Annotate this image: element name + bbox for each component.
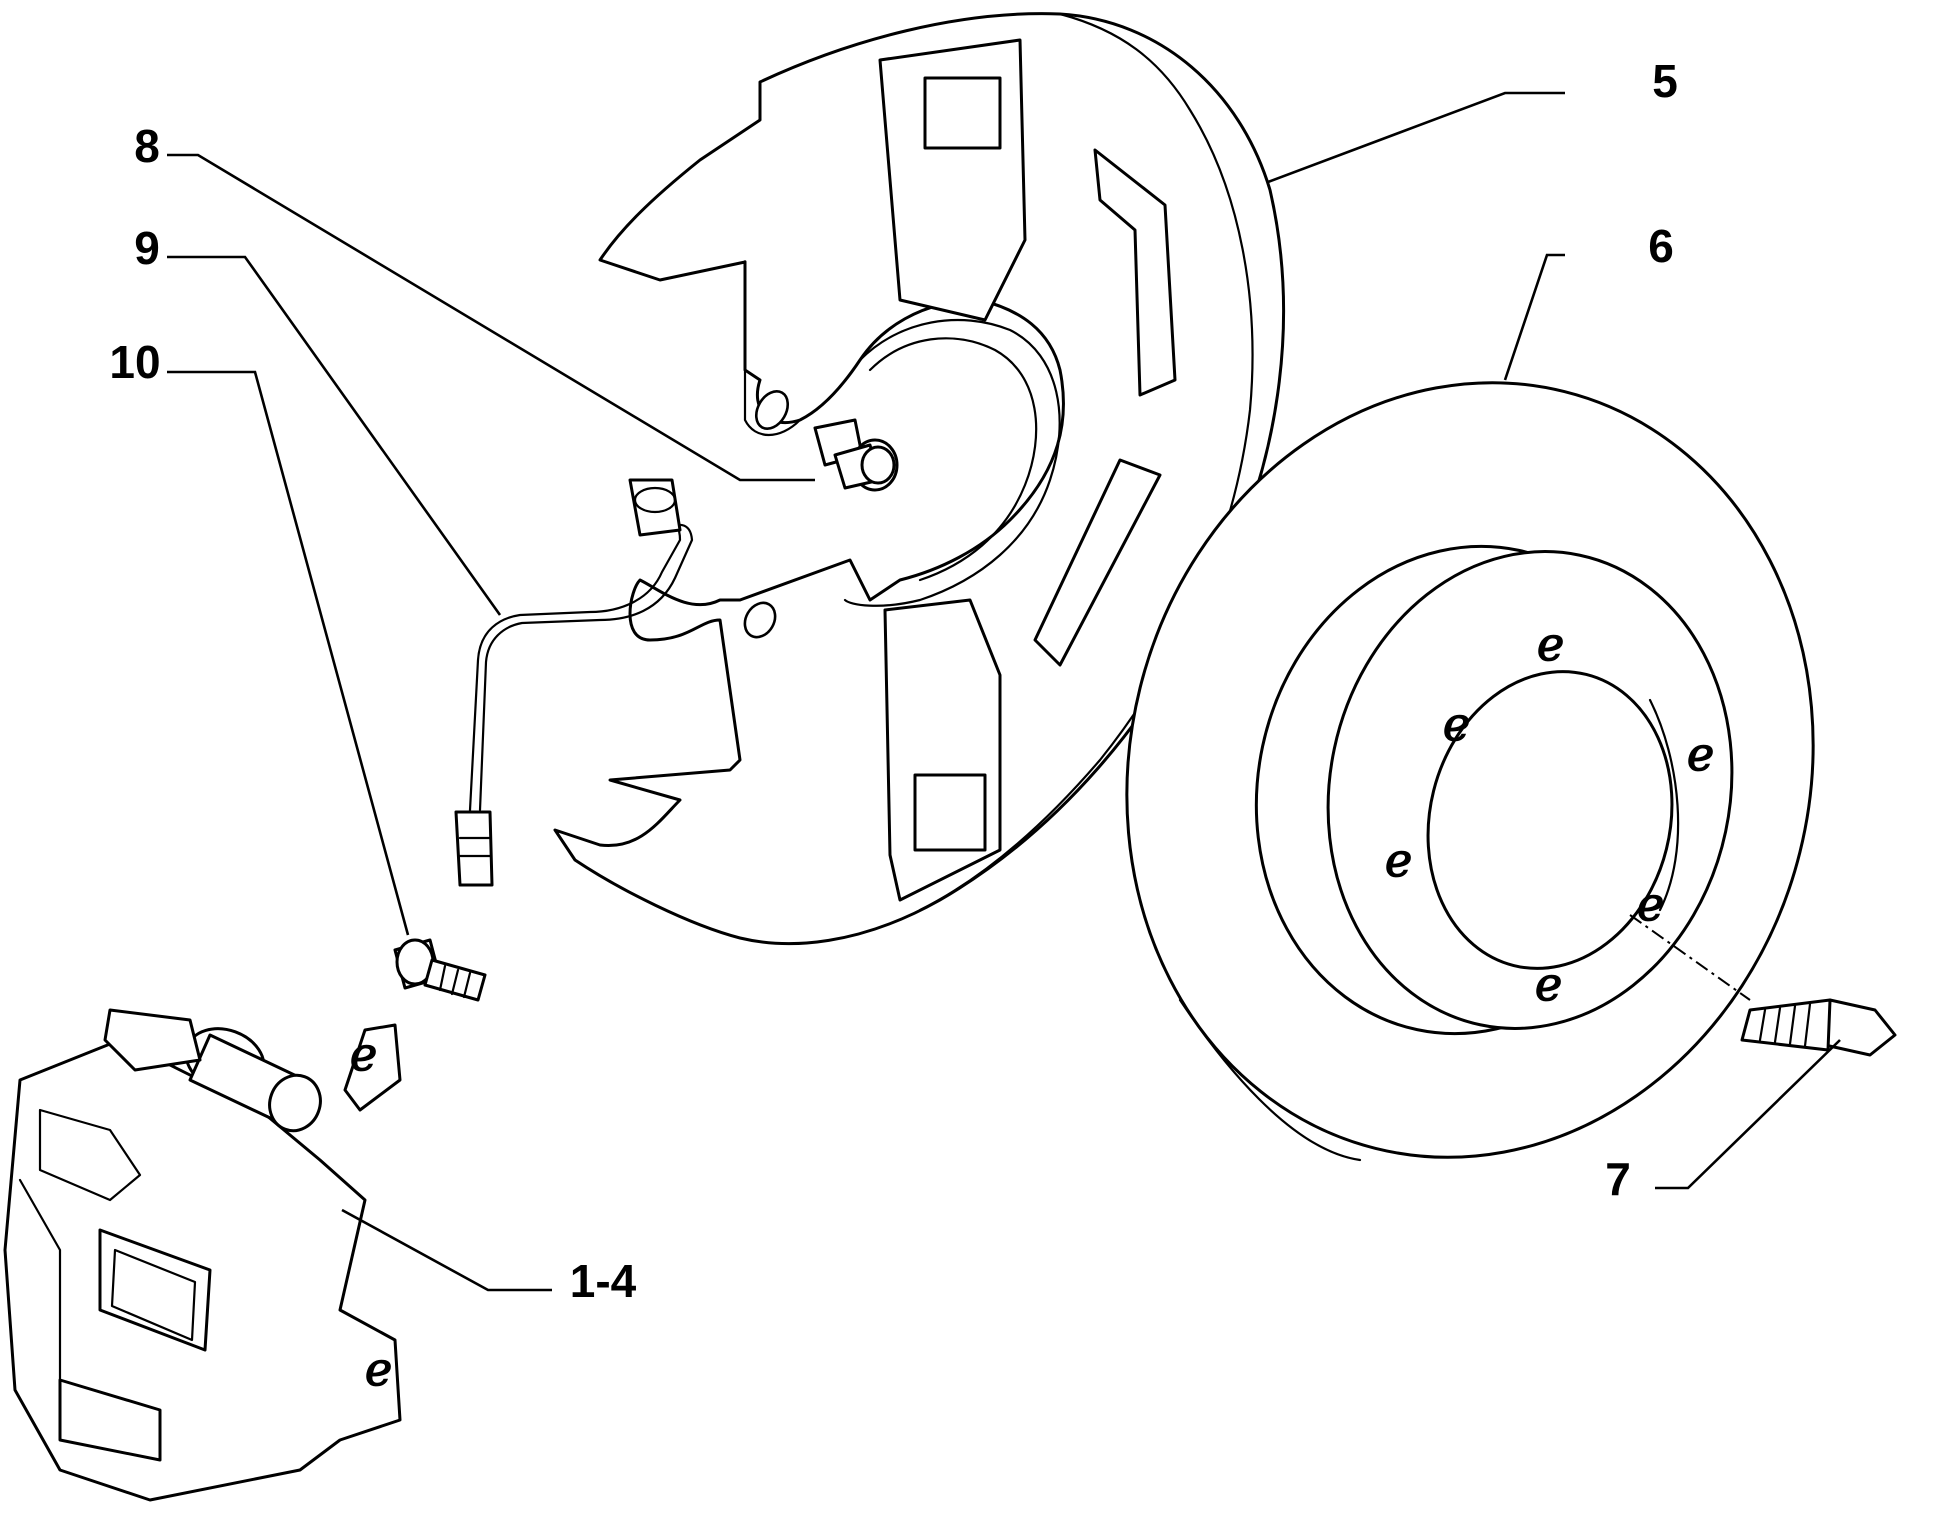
svg-text:ℯ: ℯ [350, 1028, 377, 1080]
caliper-bolt [393, 938, 487, 1002]
wear-sensor-cable [454, 478, 694, 887]
svg-text:ℯ: ℯ [1385, 834, 1412, 886]
callout-8: 8 [134, 120, 160, 172]
shield-bolt [813, 418, 899, 492]
callout-labels: 5 6 7 8 9 10 1-4 [109, 55, 1677, 1307]
svg-text:ℯ: ℯ [1537, 618, 1564, 670]
callout-9: 9 [134, 222, 160, 274]
svg-text:ℯ: ℯ [1535, 958, 1562, 1010]
wheel-stud [1629, 914, 1897, 1057]
callout-7: 7 [1605, 1153, 1631, 1205]
callout-10: 10 [109, 336, 160, 388]
dust-shield [553, 12, 1285, 946]
callout-5: 5 [1652, 55, 1678, 107]
leader-lines [167, 91, 1841, 1292]
svg-text:ℯ: ℯ [1637, 878, 1664, 930]
svg-text:ℯ: ℯ [365, 1343, 392, 1395]
svg-text:ℯ: ℯ [1443, 698, 1470, 750]
brake-disc: ℯ ℯ ℯ ℯ ℯ ℯ [1125, 381, 1815, 1162]
callout-6: 6 [1648, 220, 1674, 272]
brake-caliper: ℯ ℯ [3, 1008, 402, 1502]
callout-1-4: 1-4 [570, 1255, 637, 1307]
svg-text:ℯ: ℯ [1687, 728, 1714, 780]
